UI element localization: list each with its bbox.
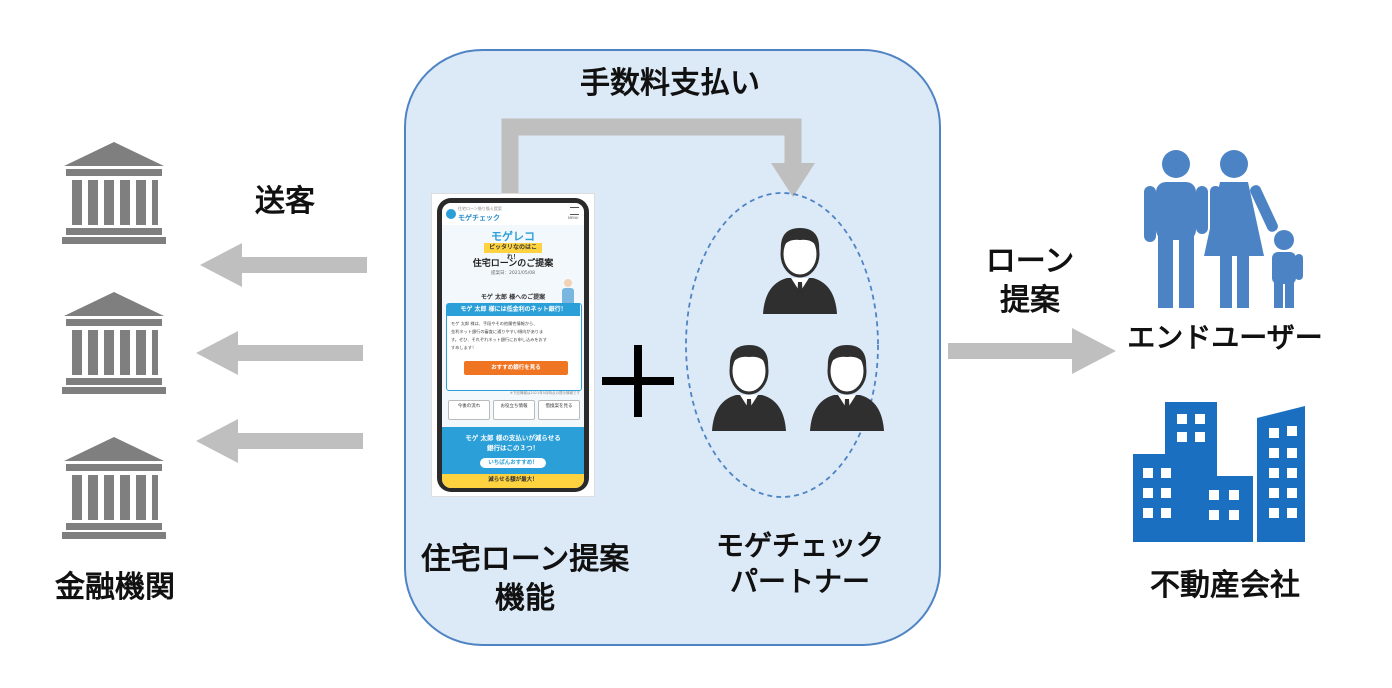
partner-line1: モゲチェック [715, 529, 884, 562]
phone-info-button[interactable]: お役立ち情報 [493, 400, 535, 420]
plus-icon [602, 345, 674, 417]
fee-flow-arrow [501, 118, 815, 197]
phone-mockup: 住宅ローン借り換え提案 モゲチェック MENU モゲレコ ピッタリなのはこれ！ … [432, 194, 594, 496]
phone-tag: ピッタリなのはこれ！ [484, 243, 542, 261]
person-icon [810, 345, 884, 431]
end-user-label: エンドユーザー [1127, 321, 1323, 354]
partner-line2: パートナー [729, 565, 870, 599]
phone-logo-icon [446, 209, 456, 219]
phone-banner: モゲ 太郎 様には低金利のネット銀行！ [447, 304, 580, 316]
loan-feature-line2: 機能 [495, 581, 555, 616]
phone-body-line: すめします！ [451, 345, 477, 350]
referral-arrow [196, 419, 363, 463]
phone-flow-button[interactable]: 今後の流れ [448, 400, 490, 420]
phone-pill: いちばんおすすめ！ [480, 458, 546, 468]
phone-bottom-banner: 減らせる額が最大！ [442, 474, 584, 488]
phone-advisor-icon [562, 279, 574, 303]
phone-section-line: モゲ 太郎 様の支払いが減らせる [465, 434, 561, 442]
phone-card [446, 303, 582, 391]
referral-arrow [196, 331, 363, 375]
building-icon [1133, 402, 1305, 542]
real-estate-label: 不動産会社 [1150, 568, 1300, 603]
phone-body-line: 金利ネット銀行の審査に通りやすい傾向がありま [451, 329, 544, 334]
phone-brand: モゲチェック [458, 214, 500, 222]
phone-body-line: す。ぜひ、それぞれネット銀行にお申し込みをおす [451, 337, 547, 342]
referral-label: 送客 [255, 184, 315, 219]
family-icon [1144, 150, 1303, 308]
phone-heading: 住宅ローンのご提案 [472, 259, 554, 269]
phone-menu-icon [570, 207, 579, 215]
referral-arrow [200, 243, 367, 287]
bank-icon [62, 142, 166, 244]
phone-section-line: 銀行はこの３つ！ [487, 444, 539, 452]
phone-footnote: ※下記情報は2021年5月時点の提示情報です [509, 391, 580, 395]
phone-app-title: モゲレコ [491, 230, 535, 243]
phone-date: 提案日：2021/05/08 [491, 271, 535, 276]
loan-proposal-line1: ローン [985, 244, 1075, 279]
bank-icon [62, 292, 166, 394]
bank-icon [62, 437, 166, 539]
phone-brand-small: 住宅ローン借り換え提案 [458, 206, 502, 211]
phone-greeting: モゲ 太郎 様へのご提案 [480, 294, 546, 301]
phone-menu-label: MENU [568, 216, 579, 220]
phone-plan-button[interactable]: 借換案を見る [538, 400, 580, 420]
loan-proposal-label: ローン 提案 [955, 242, 1105, 320]
loan-feature-line1: 住宅ローン提案 [420, 542, 630, 577]
phone-cta-button[interactable]: おすすめ銀行を見る [464, 361, 568, 375]
financial-institutions-label: 金融機関 [55, 570, 175, 605]
phone-body-line: モゲ 太郎 様は、手段やその他属性情報から、 [451, 321, 538, 326]
fee-payment-label: 手数料支払い [580, 66, 760, 101]
partner-group [685, 192, 879, 498]
loan-proposal-arrow [948, 328, 1116, 374]
phone-screen: 住宅ローン借り換え提案 モゲチェック MENU モゲレコ ピッタリなのはこれ！ … [442, 203, 584, 488]
person-icon [712, 345, 786, 431]
person-icon [763, 228, 837, 314]
partner-label: モゲチェック パートナー [680, 528, 920, 601]
loan-feature-label: 住宅ローン提案 機能 [405, 540, 645, 618]
loan-proposal-line2: 提案 [1000, 283, 1060, 318]
